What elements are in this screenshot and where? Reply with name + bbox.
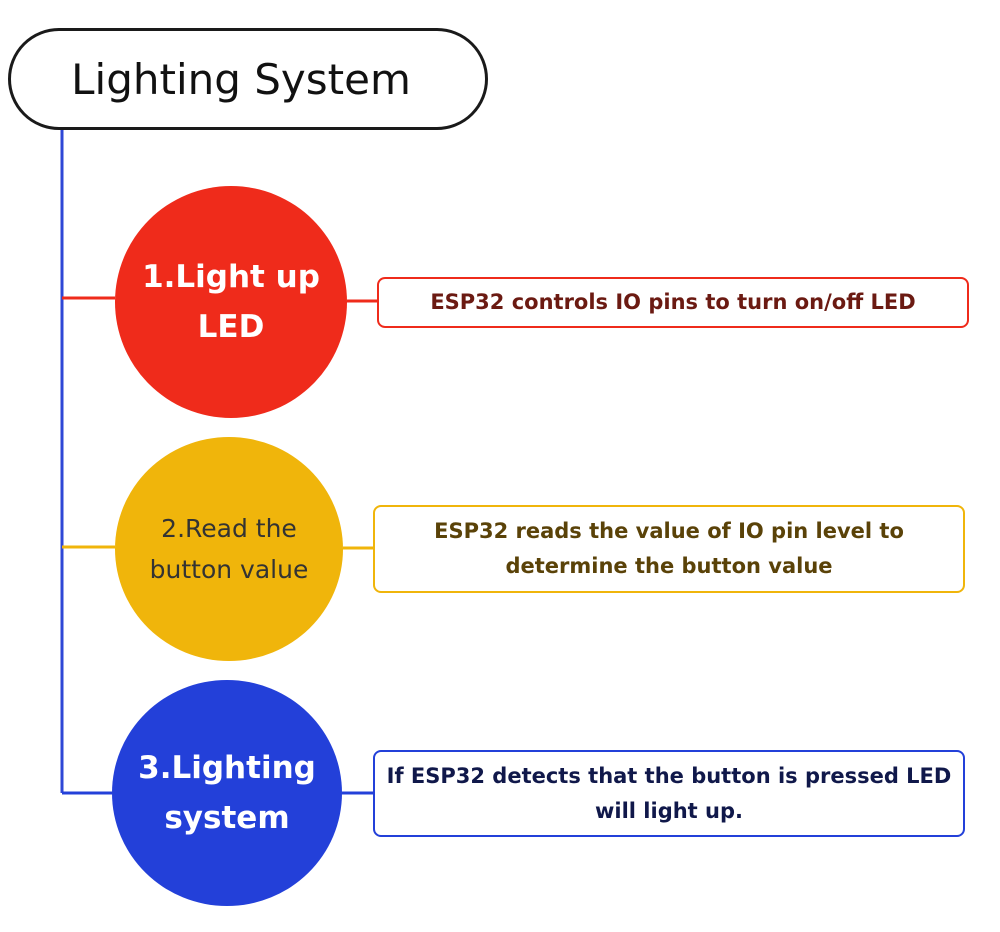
step-description-box: ESP32 reads the value of IO pin level to…	[373, 505, 965, 593]
step-node-lighting-system: 3.Lighting system	[112, 680, 342, 906]
step-label: 1.Light up LED	[142, 259, 320, 345]
step-node-read-button-value: 2.Read the button value	[115, 437, 343, 661]
step-label: 3.Lighting system	[138, 750, 316, 836]
step-description-box: If ESP32 detects that the button is pres…	[373, 750, 965, 837]
diagram-title: Lighting System	[71, 54, 411, 104]
step-label: 2.Read the button value	[149, 514, 309, 584]
step-description-box: ESP32 controls IO pins to turn on/off LE…	[377, 277, 969, 328]
step-description: If ESP32 detects that the button is pres…	[386, 763, 952, 823]
step-description: ESP32 reads the value of IO pin level to…	[434, 519, 904, 578]
step-description: ESP32 controls IO pins to turn on/off LE…	[430, 290, 916, 314]
title-node: Lighting System	[8, 28, 488, 130]
step-node-light-up-led: 1.Light up LED	[115, 186, 347, 418]
